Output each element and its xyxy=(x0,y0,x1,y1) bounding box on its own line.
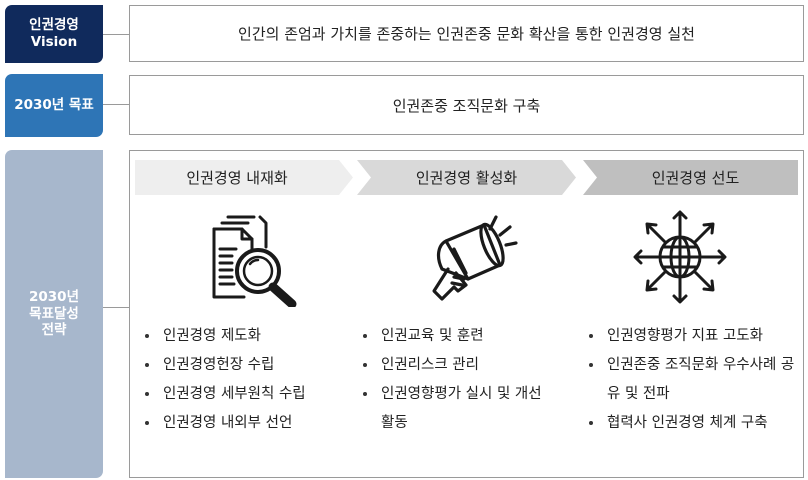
goal-label: 2030년 목표 xyxy=(5,74,103,137)
vision-connector xyxy=(103,34,129,35)
strategy-chevron-3: 인권경영 선도 xyxy=(583,160,798,195)
list-item: 인권경영 제도화 xyxy=(139,322,364,351)
bullet-icon xyxy=(145,392,149,396)
vision-label: 인권경영 Vision xyxy=(5,5,103,63)
goal-text: 인권존중 조직문화 구축 xyxy=(392,96,541,115)
strategy-box xyxy=(129,150,804,478)
strategy-connector xyxy=(103,307,129,308)
strategy-title-3: 인권경영 선도 xyxy=(651,169,740,187)
list-item: 인권존중 조직문화 우수사례 공유 및 전파 xyxy=(583,351,797,409)
bullet-icon xyxy=(363,363,367,367)
goal-connector xyxy=(103,104,129,105)
bullet-icon xyxy=(145,363,149,367)
goal-label-text: 2030년 목표 xyxy=(14,97,94,114)
goal-box: 인권존중 조직문화 구축 xyxy=(129,75,804,135)
document-magnifier-icon xyxy=(212,215,297,307)
strategy-label: 2030년 목표달성 전략 xyxy=(5,150,103,478)
strategy-title-1: 인권경영 내재화 xyxy=(186,169,288,187)
list-item: 인권경영 세부원칙 수립 xyxy=(139,380,364,409)
list-item: 인권경영 내외부 선언 xyxy=(139,409,364,438)
strategy-label-line2: 목표달성 xyxy=(29,305,79,322)
list-item: 인권리스크 관리 xyxy=(357,351,557,380)
vision-label-line2: Vision xyxy=(30,34,78,50)
globe-arrows-icon xyxy=(633,210,727,304)
strategy-chevron-1: 인권경영 내재화 xyxy=(135,160,353,195)
vision-text: 인간의 존엄과 가치를 존중하는 인권존중 문화 확산을 통한 인권경영 실천 xyxy=(238,25,695,43)
bullet-icon xyxy=(589,334,593,338)
bullet-icon xyxy=(363,392,367,396)
list-item: 인권영향평가 실시 및 개선 활동 xyxy=(357,380,557,438)
list-item: 인권영향평가 지표 고도화 xyxy=(583,322,797,351)
list-item: 인권교육 및 훈련 xyxy=(357,322,557,351)
strategy-label-line3: 전략 xyxy=(41,322,67,339)
strategy-chevron-2: 인권경영 활성화 xyxy=(357,160,576,195)
bullet-icon xyxy=(145,421,149,425)
bullet-icon xyxy=(589,363,593,367)
vision-box: 인간의 존엄과 가치를 존중하는 인권존중 문화 확산을 통한 인권경영 실천 xyxy=(129,5,804,62)
strategy-column-2-items: 인권교육 및 훈련 인권리스크 관리 인권영향평가 실시 및 개선 활동 xyxy=(357,322,557,438)
strategy-label-line1: 2030년 xyxy=(29,288,79,305)
bullet-icon xyxy=(589,421,593,425)
vision-label-line1: 인권경영 xyxy=(29,17,79,34)
strategy-column-1-items: 인권경영 제도화 인권경영헌장 수립 인권경영 세부원칙 수립 인권경영 내외부… xyxy=(139,322,364,438)
list-item: 협력사 인권경영 체계 구축 xyxy=(583,409,797,438)
bullet-icon xyxy=(145,334,149,338)
bullet-icon xyxy=(363,334,367,338)
megaphone-icon xyxy=(432,215,518,301)
strategy-title-2: 인권경영 활성화 xyxy=(415,169,518,187)
strategy-column-3-items: 인권영향평가 지표 고도화 인권존중 조직문화 우수사례 공유 및 전파 협력사… xyxy=(583,322,797,438)
list-item: 인권경영헌장 수립 xyxy=(139,351,364,380)
